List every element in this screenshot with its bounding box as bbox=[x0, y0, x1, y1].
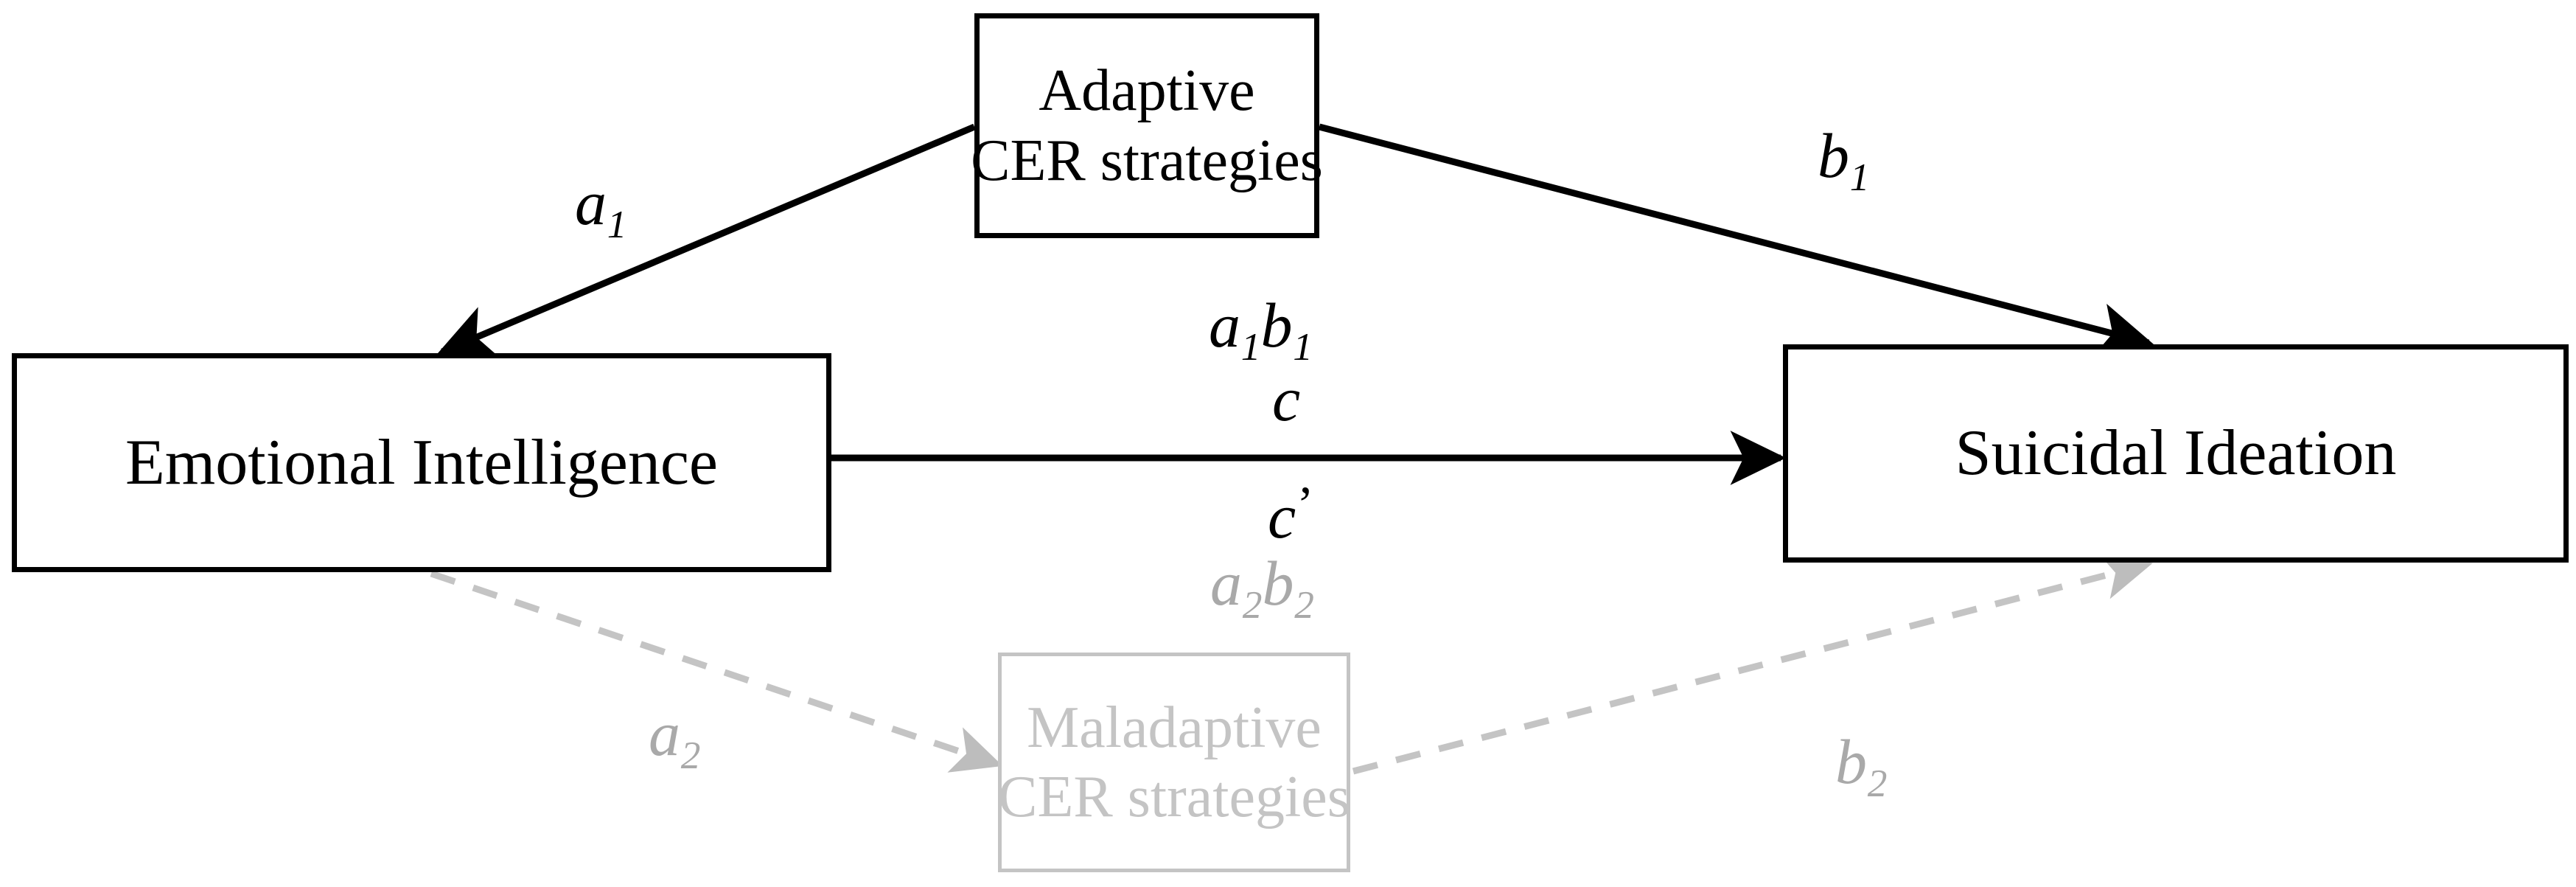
path-label-a2b2: a2b2 bbox=[1210, 552, 1314, 625]
node-suicidal-ideation-label: Suicidal Ideation bbox=[1955, 417, 2397, 490]
node-maladaptive-cer-line2: CER strategies bbox=[998, 765, 1350, 829]
path-label-a2-subscript: 2 bbox=[680, 733, 701, 778]
path-label-a1b1-a: a bbox=[1209, 290, 1240, 361]
path-label-a1b1-a-subscript: 1 bbox=[1240, 324, 1261, 369]
path-label-c-base: c bbox=[1272, 364, 1301, 434]
arrow-path-a1 bbox=[437, 123, 976, 358]
node-adaptive-cer-line1: Adaptive bbox=[1039, 58, 1255, 124]
path-label-c-prime-base: c bbox=[1268, 481, 1296, 552]
arrow-path-a2 bbox=[430, 570, 1003, 773]
node-adaptive-cer-line2: CER strategies bbox=[971, 128, 1323, 193]
node-maladaptive-cer-strategies[interactable]: Maladaptive CER strategies bbox=[998, 653, 1350, 872]
node-suicidal-ideation[interactable]: Suicidal Ideation bbox=[1783, 344, 2569, 563]
path-label-c-prime-mark: ’ bbox=[1296, 476, 1314, 532]
path-label-a2b2-b-subscript: 2 bbox=[1294, 582, 1314, 627]
path-label-a1b1-b: b bbox=[1260, 290, 1293, 361]
path-label-a1: a1 bbox=[575, 171, 626, 244]
node-adaptive-cer-strategies[interactable]: Adaptive CER strategies bbox=[971, 13, 1323, 238]
path-label-c-prime: c’ bbox=[1268, 479, 1313, 548]
path-label-a1-base: a bbox=[575, 167, 607, 238]
path-label-a1b1: a1b1 bbox=[1209, 293, 1313, 366]
path-label-b2-subscript: 2 bbox=[1867, 761, 1888, 806]
path-label-a2b2-a: a bbox=[1210, 548, 1242, 619]
arrow-path-b2 bbox=[1352, 552, 2153, 775]
path-label-b1-subscript: 1 bbox=[1849, 155, 1870, 200]
path-label-a2: a2 bbox=[649, 702, 700, 775]
path-label-a2b2-b: b bbox=[1262, 548, 1294, 619]
path-label-c: c bbox=[1272, 367, 1300, 431]
node-emotional-intelligence[interactable]: Emotional Intelligence bbox=[12, 353, 831, 572]
path-label-b2-base: b bbox=[1835, 726, 1867, 797]
path-label-b1-base: b bbox=[1818, 120, 1849, 191]
arrow-path-b1 bbox=[1318, 123, 2154, 357]
path-label-b2: b2 bbox=[1835, 730, 1887, 803]
path-label-b1: b1 bbox=[1818, 124, 1869, 197]
node-emotional-intelligence-label: Emotional Intelligence bbox=[125, 426, 718, 498]
node-maladaptive-cer-line1: Maladaptive bbox=[1027, 695, 1322, 760]
path-label-a2-base: a bbox=[649, 698, 680, 769]
path-label-a1-subscript: 1 bbox=[607, 202, 627, 247]
path-label-a1b1-b-subscript: 1 bbox=[1293, 324, 1313, 369]
path-label-a2b2-a-subscript: 2 bbox=[1242, 582, 1263, 627]
